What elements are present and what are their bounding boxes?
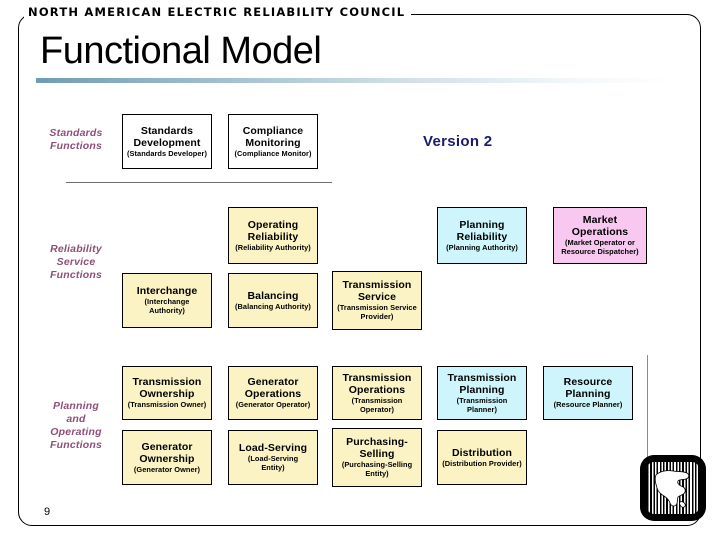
right-vertical-separator: [647, 355, 648, 470]
function-box-distribution[interactable]: Distribution(Distribution Provider): [437, 430, 527, 485]
title-divider-rule: [36, 78, 674, 83]
function-box-title: Balancing: [247, 289, 299, 302]
function-box-entity: (Standards Developer): [127, 148, 207, 158]
function-box-entity: (Balancing Authority): [235, 301, 311, 311]
page-number: 9: [44, 506, 51, 518]
function-box-title: Load-Serving: [238, 442, 308, 455]
function-box-entity: (Generator Owner): [133, 464, 201, 474]
standards-section-separator: [66, 182, 332, 183]
function-box-entity: (Transmission Operator): [351, 395, 403, 414]
function-box-title: Purchasing-Selling: [346, 436, 408, 461]
function-box-entity: (Generator Operator): [235, 400, 311, 410]
function-box-entity: (Reliability Authority): [235, 242, 311, 252]
function-box-entity: (Interchange Authority): [144, 297, 190, 315]
function-box-interchange[interactable]: Interchange(Interchange Authority): [122, 273, 212, 328]
function-box-title: Distribution: [451, 446, 513, 459]
logo-striped-field: [647, 462, 699, 514]
function-box-balancing[interactable]: Balancing(Balancing Authority): [228, 273, 318, 328]
north-america-map-icon: [654, 470, 690, 508]
function-box-entity: (Compliance Monitor): [234, 148, 312, 158]
function-box-entity: (Transmission Owner): [127, 400, 207, 410]
nerc-logo: [640, 455, 706, 521]
function-box-entity: (Distribution Provider): [442, 458, 522, 468]
function-box-entity: (Transmission Planner): [456, 395, 508, 414]
organization-name: North American Electric Reliability Coun…: [24, 5, 412, 19]
version-label: Version 2: [423, 133, 493, 150]
function-box-title: Interchange: [136, 285, 198, 298]
function-box-entity: (Planning Authority): [446, 242, 518, 252]
page-title: Functional Model: [40, 30, 322, 72]
function-box-entity: (Resource Planner): [553, 400, 623, 410]
